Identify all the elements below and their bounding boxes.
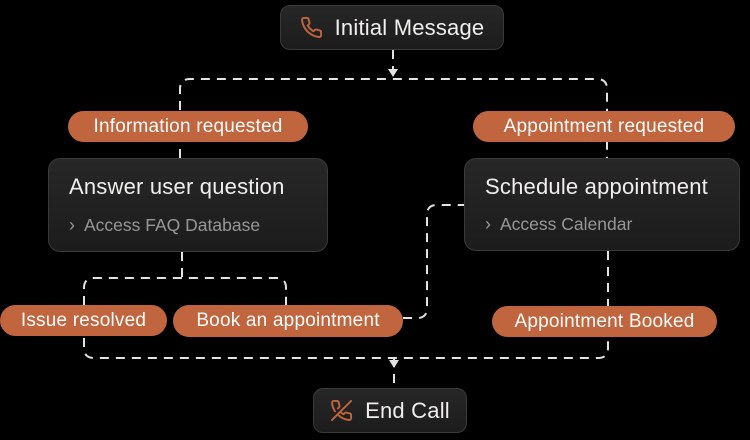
phone-icon — [300, 16, 322, 38]
connector-top-split — [179, 78, 608, 158]
node-action-label: Access FAQ Database — [84, 215, 261, 235]
node-action: › Access Calendar — [485, 214, 719, 235]
answer-user-question-node[interactable]: Answer user question › Access FAQ Databa… — [48, 158, 328, 252]
node-action: › Access FAQ Database — [69, 215, 307, 236]
schedule-appointment-node[interactable]: Schedule appointment › Access Calendar — [464, 158, 740, 251]
chevron-right-icon: › — [485, 213, 491, 234]
end-call-node[interactable]: End Call — [313, 388, 467, 433]
phone-off-icon — [331, 399, 353, 422]
connector-answer-split — [83, 252, 287, 305]
edge-label-issue-resolved[interactable]: Issue resolved — [0, 305, 167, 336]
edge-label-appointment-booked[interactable]: Appointment Booked — [492, 306, 717, 337]
edge-label-book-an-appointment[interactable]: Book an appointment — [173, 305, 403, 337]
edge-label-information-requested[interactable]: Information requested — [68, 111, 308, 142]
node-label: Initial Message — [334, 14, 485, 40]
initial-message-node[interactable]: Initial Message — [280, 5, 504, 50]
arrowhead-top — [388, 69, 398, 77]
chevron-right-icon: › — [69, 214, 75, 235]
connector-bottom-merge — [83, 338, 609, 388]
arrowhead-bottom — [389, 360, 399, 368]
node-title: Schedule appointment — [485, 174, 708, 199]
node-action-label: Access Calendar — [500, 214, 633, 234]
node-title: Answer user question — [69, 174, 285, 199]
edge-label-appointment-requested[interactable]: Appointment requested — [473, 111, 735, 142]
connector-book-to-schedule — [403, 204, 464, 319]
node-label: End Call — [365, 397, 450, 423]
